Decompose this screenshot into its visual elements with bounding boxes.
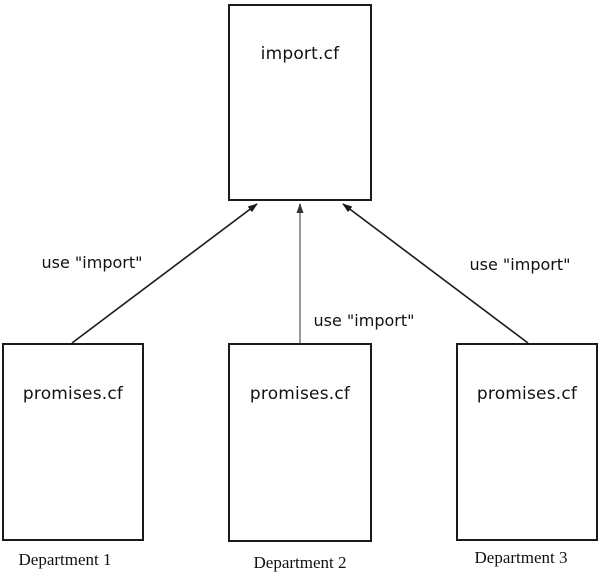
node-promises-dept3-label: promises.cf xyxy=(476,384,578,404)
edge-label-use-import-center: use "import" xyxy=(313,311,415,330)
node-import-label: import.cf xyxy=(260,44,340,64)
caption-department-3: Department 3 xyxy=(474,548,568,567)
arrow-dept1-to-import xyxy=(71,203,258,344)
node-promises-dept2: promises.cf xyxy=(228,343,372,542)
node-promises-dept1: promises.cf xyxy=(2,343,144,541)
node-import-cf: import.cf xyxy=(228,4,372,201)
edge-label-use-import-right: use "import" xyxy=(469,255,571,274)
caption-department-2: Department 2 xyxy=(253,553,347,572)
caption-department-1: Department 1 xyxy=(18,550,112,569)
node-promises-dept1-label: promises.cf xyxy=(22,384,124,404)
node-promises-dept3: promises.cf xyxy=(456,343,598,541)
edge-label-use-import-left: use "import" xyxy=(41,253,143,272)
node-promises-dept2-label: promises.cf xyxy=(249,384,351,404)
